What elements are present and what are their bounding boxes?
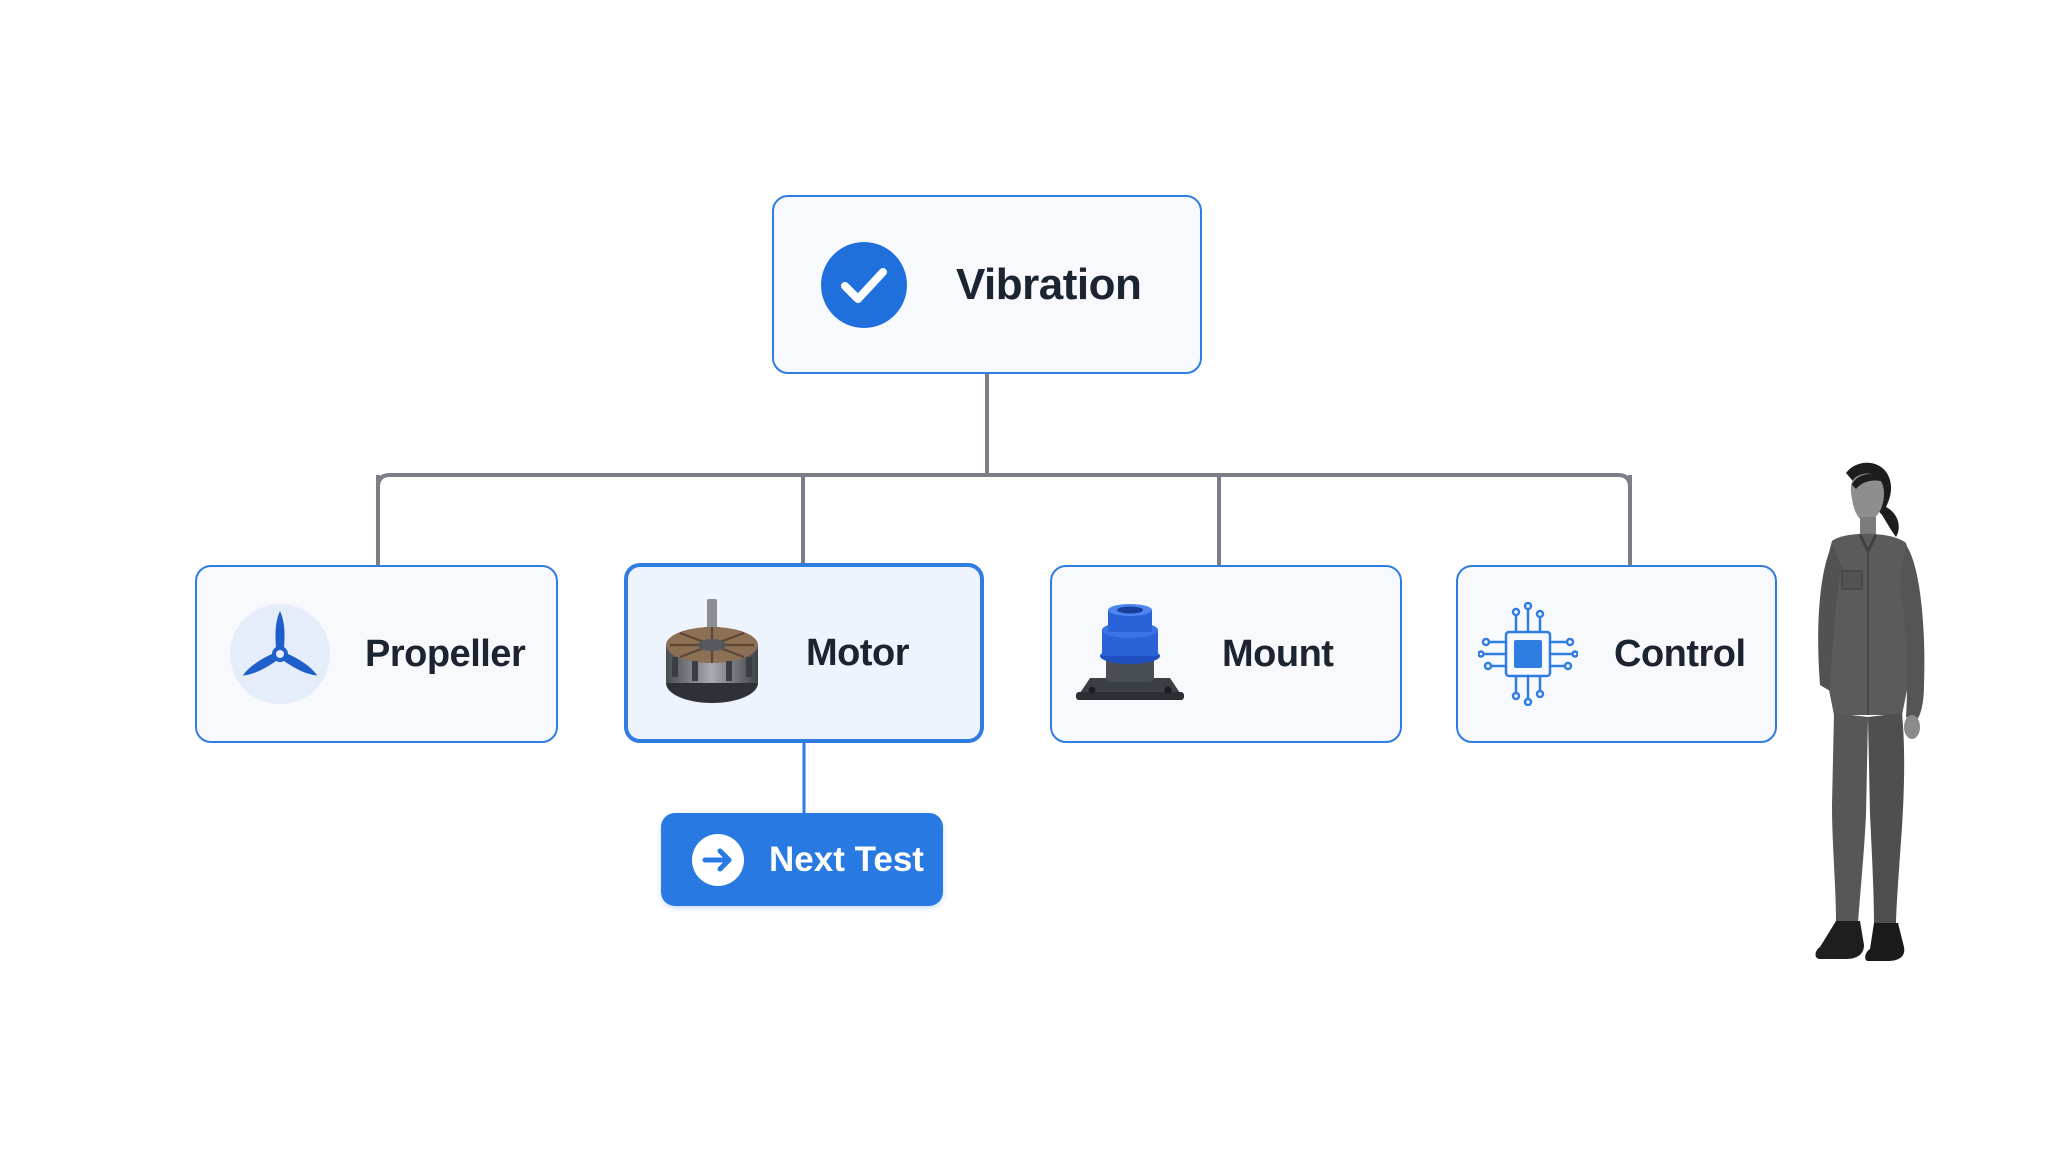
circuit-chip-icon bbox=[1478, 602, 1578, 706]
motor-icon bbox=[666, 599, 758, 703]
child-node-label-propeller: Propeller bbox=[365, 632, 526, 675]
check-circle-icon bbox=[821, 241, 907, 328]
mount-icon bbox=[1076, 604, 1184, 700]
technician-figure bbox=[1815, 462, 1925, 961]
connector-bus bbox=[376, 473, 1632, 565]
child-node-label-mount: Mount bbox=[1222, 632, 1334, 675]
next-test-button[interactable]: Next Test bbox=[661, 813, 943, 906]
arrow-right-circle-icon bbox=[692, 833, 744, 886]
root-node-label: Vibration bbox=[956, 259, 1142, 309]
child-node-label-control: Control bbox=[1614, 632, 1746, 675]
next-test-label: Next Test bbox=[769, 839, 924, 879]
child-node-label-motor: Motor bbox=[806, 631, 910, 674]
child-node-propeller[interactable]: Propeller bbox=[195, 565, 558, 743]
child-node-mount[interactable]: Mount bbox=[1050, 565, 1402, 743]
child-node-motor[interactable]: Motor bbox=[624, 563, 984, 743]
root-node-vibration[interactable]: Vibration bbox=[772, 195, 1202, 374]
child-node-control[interactable]: Control bbox=[1456, 565, 1777, 743]
propeller-icon bbox=[230, 604, 330, 704]
